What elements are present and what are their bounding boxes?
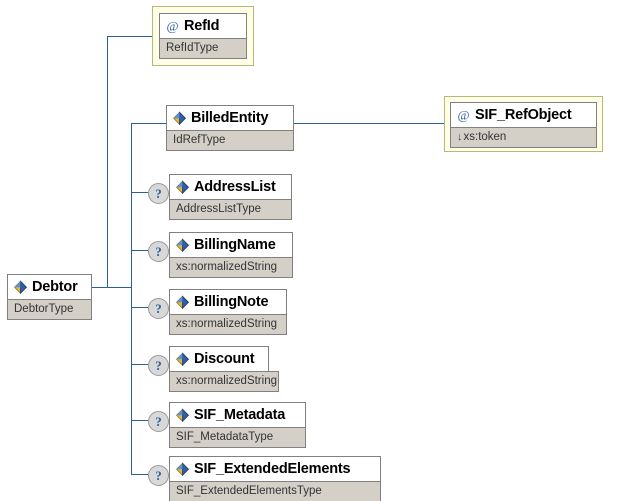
node-addresslist[interactable]: AddressList AddressListType — [169, 174, 292, 220]
element-icon — [172, 110, 187, 126]
node-addresslist-typebar: AddressListType — [169, 199, 292, 220]
node-debtor-typebar: DebtorType — [7, 299, 92, 320]
node-debtor-type: DebtorType — [14, 302, 74, 315]
node-sif-extendedelements-header: SIF_ExtendedElements — [169, 456, 381, 481]
node-discount[interactable]: Discount xs:normalizedString — [169, 346, 279, 392]
connector-branch-billingname — [131, 250, 148, 251]
svg-text:@: @ — [166, 19, 178, 34]
element-icon — [175, 351, 190, 367]
node-sif-extendedelements-typebar: SIF_ExtendedElementsType — [169, 481, 381, 501]
node-sifrefobject-typebar: ↓ xs:token — [450, 127, 597, 148]
node-sif-extendedelements[interactable]: SIF_ExtendedElements SIF_ExtendedElement… — [169, 456, 381, 501]
node-billedentity-type: IdRefType — [173, 133, 226, 146]
optional-marker-sif-metadata: ? — [148, 411, 169, 432]
node-addresslist-label: AddressList — [194, 178, 276, 195]
node-billingnote[interactable]: BillingNote xs:normalizedString — [169, 289, 287, 335]
node-discount-header: Discount — [169, 346, 269, 371]
node-debtor-label: Debtor — [32, 278, 78, 295]
node-billingname-label: BillingName — [194, 236, 276, 253]
element-icon — [175, 407, 190, 423]
optional-marker-discount: ? — [148, 355, 169, 376]
node-sifrefobject[interactable]: @ SIF_RefObject ↓ xs:token — [450, 102, 597, 148]
node-discount-typebar: xs:normalizedString — [169, 371, 279, 392]
element-icon — [175, 237, 190, 253]
connector-attribute-refid — [107, 36, 159, 37]
node-billingnote-label: BillingNote — [194, 293, 269, 310]
node-discount-type: xs:normalizedString — [176, 374, 277, 387]
node-sif-metadata-type: SIF_MetadataType — [176, 430, 274, 443]
node-debtor-header: Debtor — [7, 274, 92, 299]
node-billingname-typebar: xs:normalizedString — [169, 257, 293, 278]
node-sifrefobject-header: @ SIF_RefObject — [450, 102, 597, 127]
element-icon — [13, 279, 28, 295]
node-sif-metadata-typebar: SIF_MetadataType — [169, 427, 306, 448]
node-billedentity-header: BilledEntity — [166, 105, 294, 130]
element-icon — [175, 294, 190, 310]
attribute-icon: @ — [165, 19, 180, 34]
element-icon — [175, 461, 190, 477]
node-sifrefobject-label: SIF_RefObject — [475, 106, 572, 123]
node-sifrefobject-type: xs:token — [463, 130, 507, 143]
derivation-arrow-icon: ↓ — [457, 131, 463, 143]
node-billingnote-header: BillingNote — [169, 289, 287, 314]
element-icon — [175, 179, 190, 195]
connector-branch-addresslist — [131, 192, 148, 193]
node-billedentity[interactable]: BilledEntity IdRefType — [166, 105, 294, 151]
node-billingname-type: xs:normalizedString — [176, 260, 277, 273]
node-sif-metadata-label: SIF_Metadata — [194, 406, 286, 423]
connector-billedentity-to-sifrefobject — [294, 123, 444, 124]
node-refid-typebar: RefIdType — [159, 38, 247, 59]
optional-marker-billingname: ? — [148, 241, 169, 262]
connector-attribute-trunk — [107, 36, 108, 288]
node-sif-metadata-header: SIF_Metadata — [169, 402, 306, 427]
optional-marker-sif-extendedelements: ? — [148, 465, 169, 486]
connector-branch-sif-extendedelements — [131, 474, 148, 475]
svg-text:@: @ — [457, 108, 469, 123]
node-refid-type: RefIdType — [166, 41, 219, 54]
node-billedentity-typebar: IdRefType — [166, 130, 294, 151]
node-refid[interactable]: @ RefId RefIdType — [159, 13, 247, 59]
node-addresslist-header: AddressList — [169, 174, 292, 199]
node-refid-label: RefId — [184, 17, 220, 34]
node-addresslist-type: AddressListType — [176, 202, 262, 215]
node-sif-extendedelements-label: SIF_ExtendedElements — [194, 460, 351, 477]
connector-branch-billingnote — [131, 307, 148, 308]
node-debtor[interactable]: Debtor DebtorType — [7, 274, 92, 320]
attribute-icon: @ — [456, 108, 471, 123]
node-billedentity-label: BilledEntity — [191, 109, 269, 126]
connector-branch-billedentity — [131, 123, 166, 124]
connector-branch-sif-metadata — [131, 420, 148, 421]
node-billingname-header: BillingName — [169, 232, 293, 257]
node-billingnote-typebar: xs:normalizedString — [169, 314, 287, 335]
connector-debtor-stub — [91, 287, 131, 288]
node-refid-header: @ RefId — [159, 13, 247, 38]
connector-branch-discount — [131, 364, 148, 365]
node-sif-extendedelements-type: SIF_ExtendedElementsType — [176, 484, 322, 497]
node-billingnote-type: xs:normalizedString — [176, 317, 277, 330]
optional-marker-addresslist: ? — [148, 183, 169, 204]
node-discount-label: Discount — [194, 350, 255, 367]
optional-marker-billingnote: ? — [148, 298, 169, 319]
node-sif-metadata[interactable]: SIF_Metadata SIF_MetadataType — [169, 402, 306, 448]
connector-element-trunk — [131, 123, 132, 474]
node-billingname[interactable]: BillingName xs:normalizedString — [169, 232, 293, 278]
